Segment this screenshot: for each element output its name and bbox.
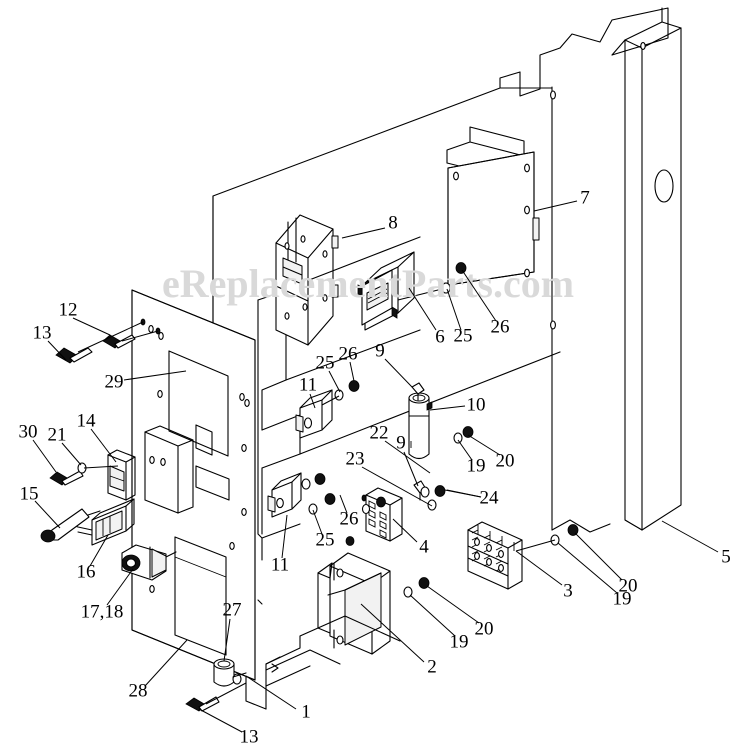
nut-26-meter xyxy=(455,262,467,274)
part-17-18-receptacle xyxy=(121,544,177,581)
nut-25-b xyxy=(345,536,355,546)
callout-label-19a: 19 xyxy=(467,455,486,476)
callout-label-8: 8 xyxy=(388,212,398,233)
washer-25-upper xyxy=(334,389,344,401)
part-2-transformer xyxy=(317,552,391,655)
fasteners-group xyxy=(49,262,579,712)
screw-13-upper xyxy=(55,347,93,364)
callout-label-26b: 26 xyxy=(339,343,358,364)
part-28-lower-cover xyxy=(174,556,227,578)
callout-label-6: 6 xyxy=(435,326,445,347)
washer-25-lower xyxy=(308,503,318,515)
callout-label-20b: 20 xyxy=(619,575,638,596)
callout-label-16: 16 xyxy=(77,561,96,582)
callout-label-4: 4 xyxy=(419,536,429,557)
part-29-front-panel xyxy=(131,289,256,681)
nut-20-c xyxy=(567,524,579,536)
washer-24 xyxy=(420,486,430,498)
callout-label-17-18: 17,18 xyxy=(81,601,124,622)
clip-9-upper xyxy=(411,382,425,401)
callout-label-7: 7 xyxy=(580,187,590,208)
callout-label-11a: 11 xyxy=(299,374,317,395)
washer-small-4 xyxy=(361,503,371,515)
callout-label-19c: 19 xyxy=(450,631,469,652)
callout-label-20a: 20 xyxy=(496,450,515,471)
part-15-indicator-lamp xyxy=(40,508,101,543)
part-10-capacitor xyxy=(408,392,433,460)
nut-20-a xyxy=(462,426,474,438)
part-11-switch-block-lower xyxy=(267,472,302,518)
washer-19-a xyxy=(453,432,463,444)
nut-26-lower xyxy=(324,493,336,505)
callout-label-20c: 20 xyxy=(475,618,494,639)
callout-label-25a: 25 xyxy=(454,325,473,346)
cabinet-back-wall xyxy=(212,7,669,533)
part-16-toggle-switch xyxy=(63,498,135,546)
callout-label-19b: 19 xyxy=(613,588,632,609)
callout-label-23: 23 xyxy=(346,448,365,469)
part-1-base-frame xyxy=(245,599,401,710)
part-8-circuit-breaker xyxy=(275,214,339,346)
part-5-vertical-post xyxy=(611,7,682,531)
callout-leaders xyxy=(32,200,719,733)
watermark-text: eReplacementParts.com xyxy=(162,261,574,306)
nut-26-upper xyxy=(348,380,360,392)
callout-label-27: 27 xyxy=(223,599,242,620)
part-7-shelf-bracket xyxy=(446,126,540,286)
callout-label-12: 12 xyxy=(59,299,78,320)
callout-label-9a: 9 xyxy=(375,340,385,361)
part-3-terminal-block xyxy=(467,521,523,590)
callout-label-22: 22 xyxy=(370,422,389,443)
callout-label-11b: 11 xyxy=(271,554,289,575)
callout-label-15: 15 xyxy=(20,483,39,504)
callout-label-25b: 25 xyxy=(316,352,335,373)
callout-label-1: 1 xyxy=(301,701,311,722)
part-27-bushing xyxy=(213,658,247,687)
callout-label-13a: 13 xyxy=(33,322,52,343)
screw-13-lower xyxy=(185,696,220,712)
screw-30 xyxy=(49,470,84,486)
nut-small-4 xyxy=(376,496,386,508)
part-4-relay-board xyxy=(361,487,403,542)
callout-label-5: 5 xyxy=(721,546,731,567)
callout-label-25c: 25 xyxy=(316,529,335,550)
callout-label-2: 2 xyxy=(427,656,437,677)
callout-label-13b: 13 xyxy=(240,726,259,747)
callout-label-14: 14 xyxy=(77,410,97,431)
callout-label-29: 29 xyxy=(105,371,124,392)
callout-labels: 1 2 3 4 5 6 7 8 9 9 10 11 11 12 13 13 14… xyxy=(19,187,731,747)
callout-label-9b: 9 xyxy=(396,432,406,453)
callout-label-30: 30 xyxy=(19,421,38,442)
callout-label-24: 24 xyxy=(480,487,500,508)
washer-23 xyxy=(301,478,311,490)
callout-label-26c: 26 xyxy=(340,508,359,529)
callout-label-28: 28 xyxy=(129,680,148,701)
callout-label-3: 3 xyxy=(563,580,573,601)
washer-19-b xyxy=(403,586,413,598)
nut-20-b xyxy=(418,577,430,589)
callout-label-26a: 26 xyxy=(491,316,510,337)
callout-label-21: 21 xyxy=(48,424,67,445)
part-6-hour-meter xyxy=(357,251,415,331)
callout-label-10: 10 xyxy=(467,394,486,415)
part-11-switch-block-upper xyxy=(295,389,333,439)
screw-12 xyxy=(102,334,136,349)
nut-23 xyxy=(314,473,326,485)
nut-24 xyxy=(434,485,446,497)
washer-22 xyxy=(427,499,437,511)
